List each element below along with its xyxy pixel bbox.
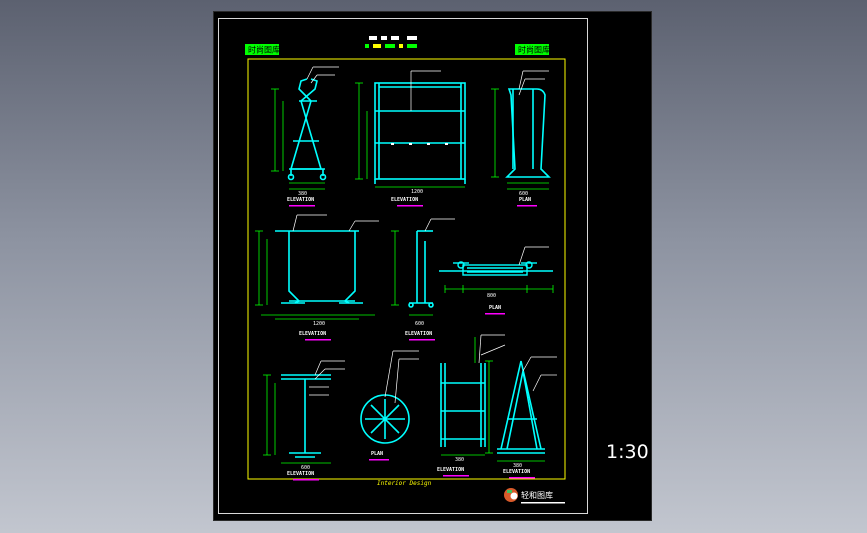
rack-side-title-block: ELEVATION bbox=[405, 331, 435, 341]
x-frame-stand-elevation bbox=[287, 78, 327, 181]
garment-rack-leaders bbox=[292, 214, 379, 232]
round-plan-title-block: PLAN bbox=[369, 451, 389, 461]
round-table-dim-text: 600 bbox=[301, 465, 310, 471]
round-table-dimensions bbox=[263, 374, 331, 464]
rack-plan-title-block: PLAN bbox=[485, 305, 505, 315]
side-profile-elevation bbox=[505, 88, 551, 178]
x-frame-leaders bbox=[306, 66, 339, 84]
rack-plan-dimensions bbox=[444, 285, 554, 293]
rack-plan-dim-text: 800 bbox=[487, 293, 496, 299]
rack-side-dimensions bbox=[391, 230, 433, 316]
garment-rack-elevation-tag: ELEVATION bbox=[299, 331, 326, 337]
rack-side-leaders bbox=[424, 218, 455, 232]
footer-caption: Interior Design bbox=[377, 480, 432, 487]
shelving-leaders bbox=[410, 70, 441, 111]
a-frame-dimensions bbox=[485, 360, 545, 462]
shelving-unit-elevation bbox=[374, 82, 466, 184]
garment-rack-elevation bbox=[275, 230, 363, 304]
a-frame-title-block: ELEVATION bbox=[503, 469, 535, 479]
rack-plan-tag: PLAN bbox=[489, 305, 501, 311]
scale-label: 1:30 bbox=[606, 441, 649, 463]
round-table-elevation-tag: ELEVATION bbox=[287, 471, 314, 477]
rack-plan-view bbox=[439, 261, 553, 276]
tall-shelf-dim-text: 380 bbox=[455, 457, 464, 463]
a-frame-leaders bbox=[522, 356, 557, 392]
rack-plan-leaders bbox=[518, 246, 549, 266]
a-frame-elevation bbox=[497, 360, 545, 454]
x-frame-title-block: ELEVATION bbox=[287, 197, 315, 207]
shelving-dimensions bbox=[355, 82, 465, 188]
cad-viewport[interactable]: 时尚图库 时尚图库 bbox=[213, 11, 652, 521]
round-table-title-block: ELEVATION bbox=[287, 471, 319, 481]
side-profile-dim-text: 600 bbox=[519, 191, 528, 197]
side-profile-plan-tag: PLAN bbox=[519, 197, 531, 203]
shelving-title-block: ELEVATION bbox=[391, 197, 423, 207]
tall-shelf-elevation-tag: ELEVATION bbox=[437, 467, 464, 473]
round-plan-view bbox=[360, 394, 410, 444]
garment-rack-title-block: ELEVATION bbox=[299, 331, 331, 341]
side-profile-leaders bbox=[518, 70, 549, 96]
header-title-marks bbox=[365, 36, 417, 48]
header-right-badge: 时尚图库 bbox=[515, 44, 550, 55]
shelving-dim-text: 1200 bbox=[411, 189, 423, 195]
tall-shelf-title-block: ELEVATION bbox=[437, 467, 469, 477]
header-right-text: 时尚图库 bbox=[518, 45, 550, 55]
a-frame-dim-text: 380 bbox=[513, 463, 522, 469]
rack-side-elevation-tag: ELEVATION bbox=[405, 331, 432, 337]
header-left-text: 时尚图库 bbox=[248, 45, 280, 55]
logo: 轻和图库 bbox=[504, 488, 565, 504]
inner-frame bbox=[247, 58, 566, 480]
garment-rack-dim-text: 1200 bbox=[313, 321, 325, 327]
rack-side-elevation bbox=[408, 230, 434, 308]
header-left-badge: 时尚图库 bbox=[245, 44, 280, 55]
rack-side-dim-text: 600 bbox=[415, 321, 424, 327]
tall-shelf-leaders bbox=[478, 334, 506, 364]
x-frame-elevation-tag: ELEVATION bbox=[287, 197, 314, 203]
x-frame-dim-text: 380 bbox=[298, 191, 307, 197]
side-profile-dimensions bbox=[491, 88, 549, 190]
drawing-sheet-border: 时尚图库 时尚图库 bbox=[218, 18, 588, 514]
drawing-canvas: 时尚图库 时尚图库 bbox=[245, 36, 566, 504]
shelving-elevation-tag: ELEVATION bbox=[391, 197, 418, 203]
garment-rack-dimensions bbox=[255, 230, 375, 320]
round-table-leaders bbox=[309, 360, 345, 396]
tall-shelf-elevation bbox=[440, 363, 486, 447]
round-plan-tag: PLAN bbox=[371, 451, 383, 457]
side-profile-title-block: PLAN bbox=[517, 197, 537, 207]
logo-text: 轻和图库 bbox=[521, 490, 553, 500]
round-table-elevation bbox=[281, 374, 331, 458]
a-frame-elevation-tag: ELEVATION bbox=[503, 469, 530, 475]
round-plan-leaders bbox=[384, 350, 419, 404]
x-frame-dimensions bbox=[271, 88, 325, 190]
tall-shelf-dimensions bbox=[441, 337, 485, 456]
shelving-shelf-marks bbox=[391, 143, 448, 145]
